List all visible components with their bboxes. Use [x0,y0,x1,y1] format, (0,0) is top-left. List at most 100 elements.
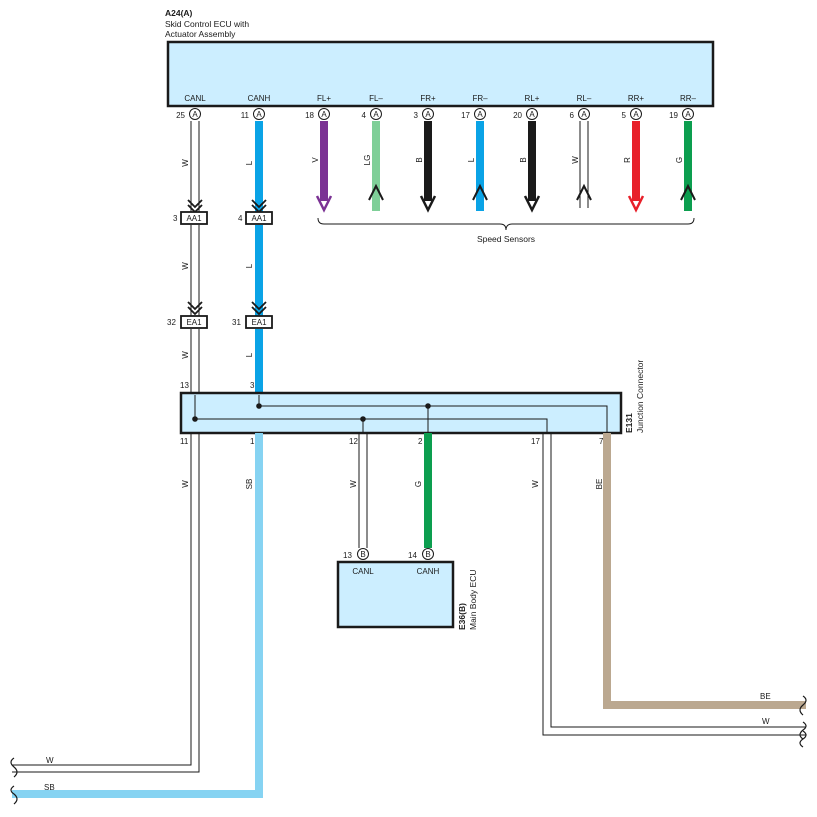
sensor-wire-label-fl-plus: V [311,157,320,163]
canl-white-wire [190,121,200,395]
junction-top-pin-left: 13 [180,381,189,390]
sensor-arrow-rl-minus [576,183,592,201]
a24-pin-letter-fr-plus: A [425,110,431,119]
exit-label-be: BE [760,692,771,701]
sensor-arrow-fl-plus [315,195,333,213]
sensor-wire-rl-plus [528,121,536,201]
a24-pin-circle-rr-plus [630,108,642,120]
ecu-a24-box [166,40,715,108]
aa1-pin-right: 4 [238,214,243,223]
a24-pin-label-fr-minus: FR– [472,94,488,103]
sensor-wire-label-rl-minus: W [571,156,580,164]
ecu-a24-title-line1: Skid Control ECU with [165,19,249,29]
aa1-connector-left [180,211,208,225]
sb-wire [12,433,263,798]
exit-label-w-right: W [762,717,770,726]
w-wire-pin17 [542,433,806,736]
wire-label-jc-canl: W [181,351,190,359]
w-wire-pin12 [358,433,368,548]
sensor-wire-label-fr-minus: L [467,157,476,162]
sensor-wire-label-rr-minus: G [675,157,684,163]
main-body-pin-14-letter: B [425,550,430,559]
break-mark-right [799,695,807,748]
a24-pin-label-fr-plus: FR+ [420,94,436,103]
wire-label-pin12: W [349,480,358,488]
w-wire-pin11 [12,433,200,773]
junction-code: E131 [624,413,634,433]
ecu-a24-title-line2: Actuator Assembly [165,29,236,39]
a24-pin-label-canl: CANL [184,94,206,103]
junction-bottom-pin-2: 2 [418,437,423,446]
wire-label-pin1: SB [245,479,254,490]
ea1-name-right: EA1 [251,318,267,327]
a24-pin-letter-rr-minus: A [685,110,691,119]
main-body-pin-13-letter: B [360,550,365,559]
exit-label-sb: SB [44,783,55,792]
a24-pin-circle-fl-plus [318,108,330,120]
exit-label-w-left: W [46,756,54,765]
a24-pin-letter-fl-minus: A [373,110,379,119]
aa1-name-left: AA1 [186,214,202,223]
a24-pin-label-rl-minus: RL– [577,94,592,103]
junction-connector-box [179,391,623,435]
aa1-pin-left: 3 [173,214,178,223]
sensor-arrow-fr-plus [419,195,437,213]
main-body-pin-14-number: 14 [408,551,417,560]
sensor-wire-rr-minus [684,121,692,211]
main-body-pin-13-circle [357,548,369,560]
wire-label-aa1-canl: W [181,159,190,167]
junction-bottom-pin-17: 17 [531,437,540,446]
wire-label-ea1-canh: L [245,263,254,268]
a24-pin-label-fl-minus: FL– [369,94,383,103]
wire-label-jc-canh: L [245,352,254,357]
main-body-ecu-name: Main Body ECU [468,570,478,630]
a24-pin-label-rl-plus: RL+ [525,94,540,103]
sensor-arrow-rr-minus [680,183,696,201]
be-wire [603,433,806,709]
junction-bottom-pin-11: 11 [180,437,189,446]
speed-sensors-brace [317,217,695,231]
a24-pin-number-rl-minus: 6 [570,111,575,120]
a24-pin-circle-canh [253,108,265,120]
a24-pin-letter-fl-plus: A [321,110,327,119]
a24-pin-label-canh: CANH [248,94,271,103]
junction-top-pin-right: 3 [250,381,255,390]
wire-label-pin2: G [414,481,423,487]
sensor-wire-label-rl-plus: B [519,157,528,162]
wire-label-pin7: BE [595,479,604,490]
a24-pin-number-fr-minus: 17 [461,111,470,120]
wire-label-ea1-canl: W [181,262,190,270]
a24-pin-number-canl: 25 [176,111,185,120]
ea1-pin-left: 32 [167,318,176,327]
a24-pin-number-rr-plus: 5 [622,111,627,120]
ecu-a24-code: A24(A) [165,8,193,18]
a24-pin-number-fr-plus: 3 [414,111,419,120]
sensor-arrow-fr-minus [472,183,488,201]
break-mark-left [10,757,18,805]
sensor-wire-fr-plus [424,121,432,201]
a24-pin-number-canh: 11 [241,111,250,120]
g-wire-pin2 [424,433,432,548]
ea1-connector-right [245,315,273,329]
a24-pin-letter-canh: A [256,110,262,119]
sensor-arrow-rl-plus [523,195,541,213]
a24-pin-label-rr-minus: RR– [680,94,697,103]
a24-pin-circle-rl-minus [578,108,590,120]
main-body-ecu-box [336,560,455,629]
wire-label-pin11: W [181,480,190,488]
wire-label-pin17: W [531,480,540,488]
sensor-wire-fl-plus [320,121,328,201]
a24-pin-circle-rl-plus [526,108,538,120]
canh-blue-wire [255,121,263,395]
a24-pin-label-fl-plus: FL+ [317,94,331,103]
a24-pin-number-fl-minus: 4 [362,111,367,120]
main-body-canh-label: CANH [417,567,440,576]
sensor-wire-label-rr-plus: R [623,157,632,163]
main-body-canl-label: CANL [352,567,374,576]
sensor-wire-label-fl-minus: LG [363,155,372,166]
a24-pin-label-rr-plus: RR+ [628,94,645,103]
a24-pin-letter-canl: A [192,110,198,119]
aa1-chevrons [187,199,267,214]
main-body-ecu-code: E36(B) [457,603,467,630]
